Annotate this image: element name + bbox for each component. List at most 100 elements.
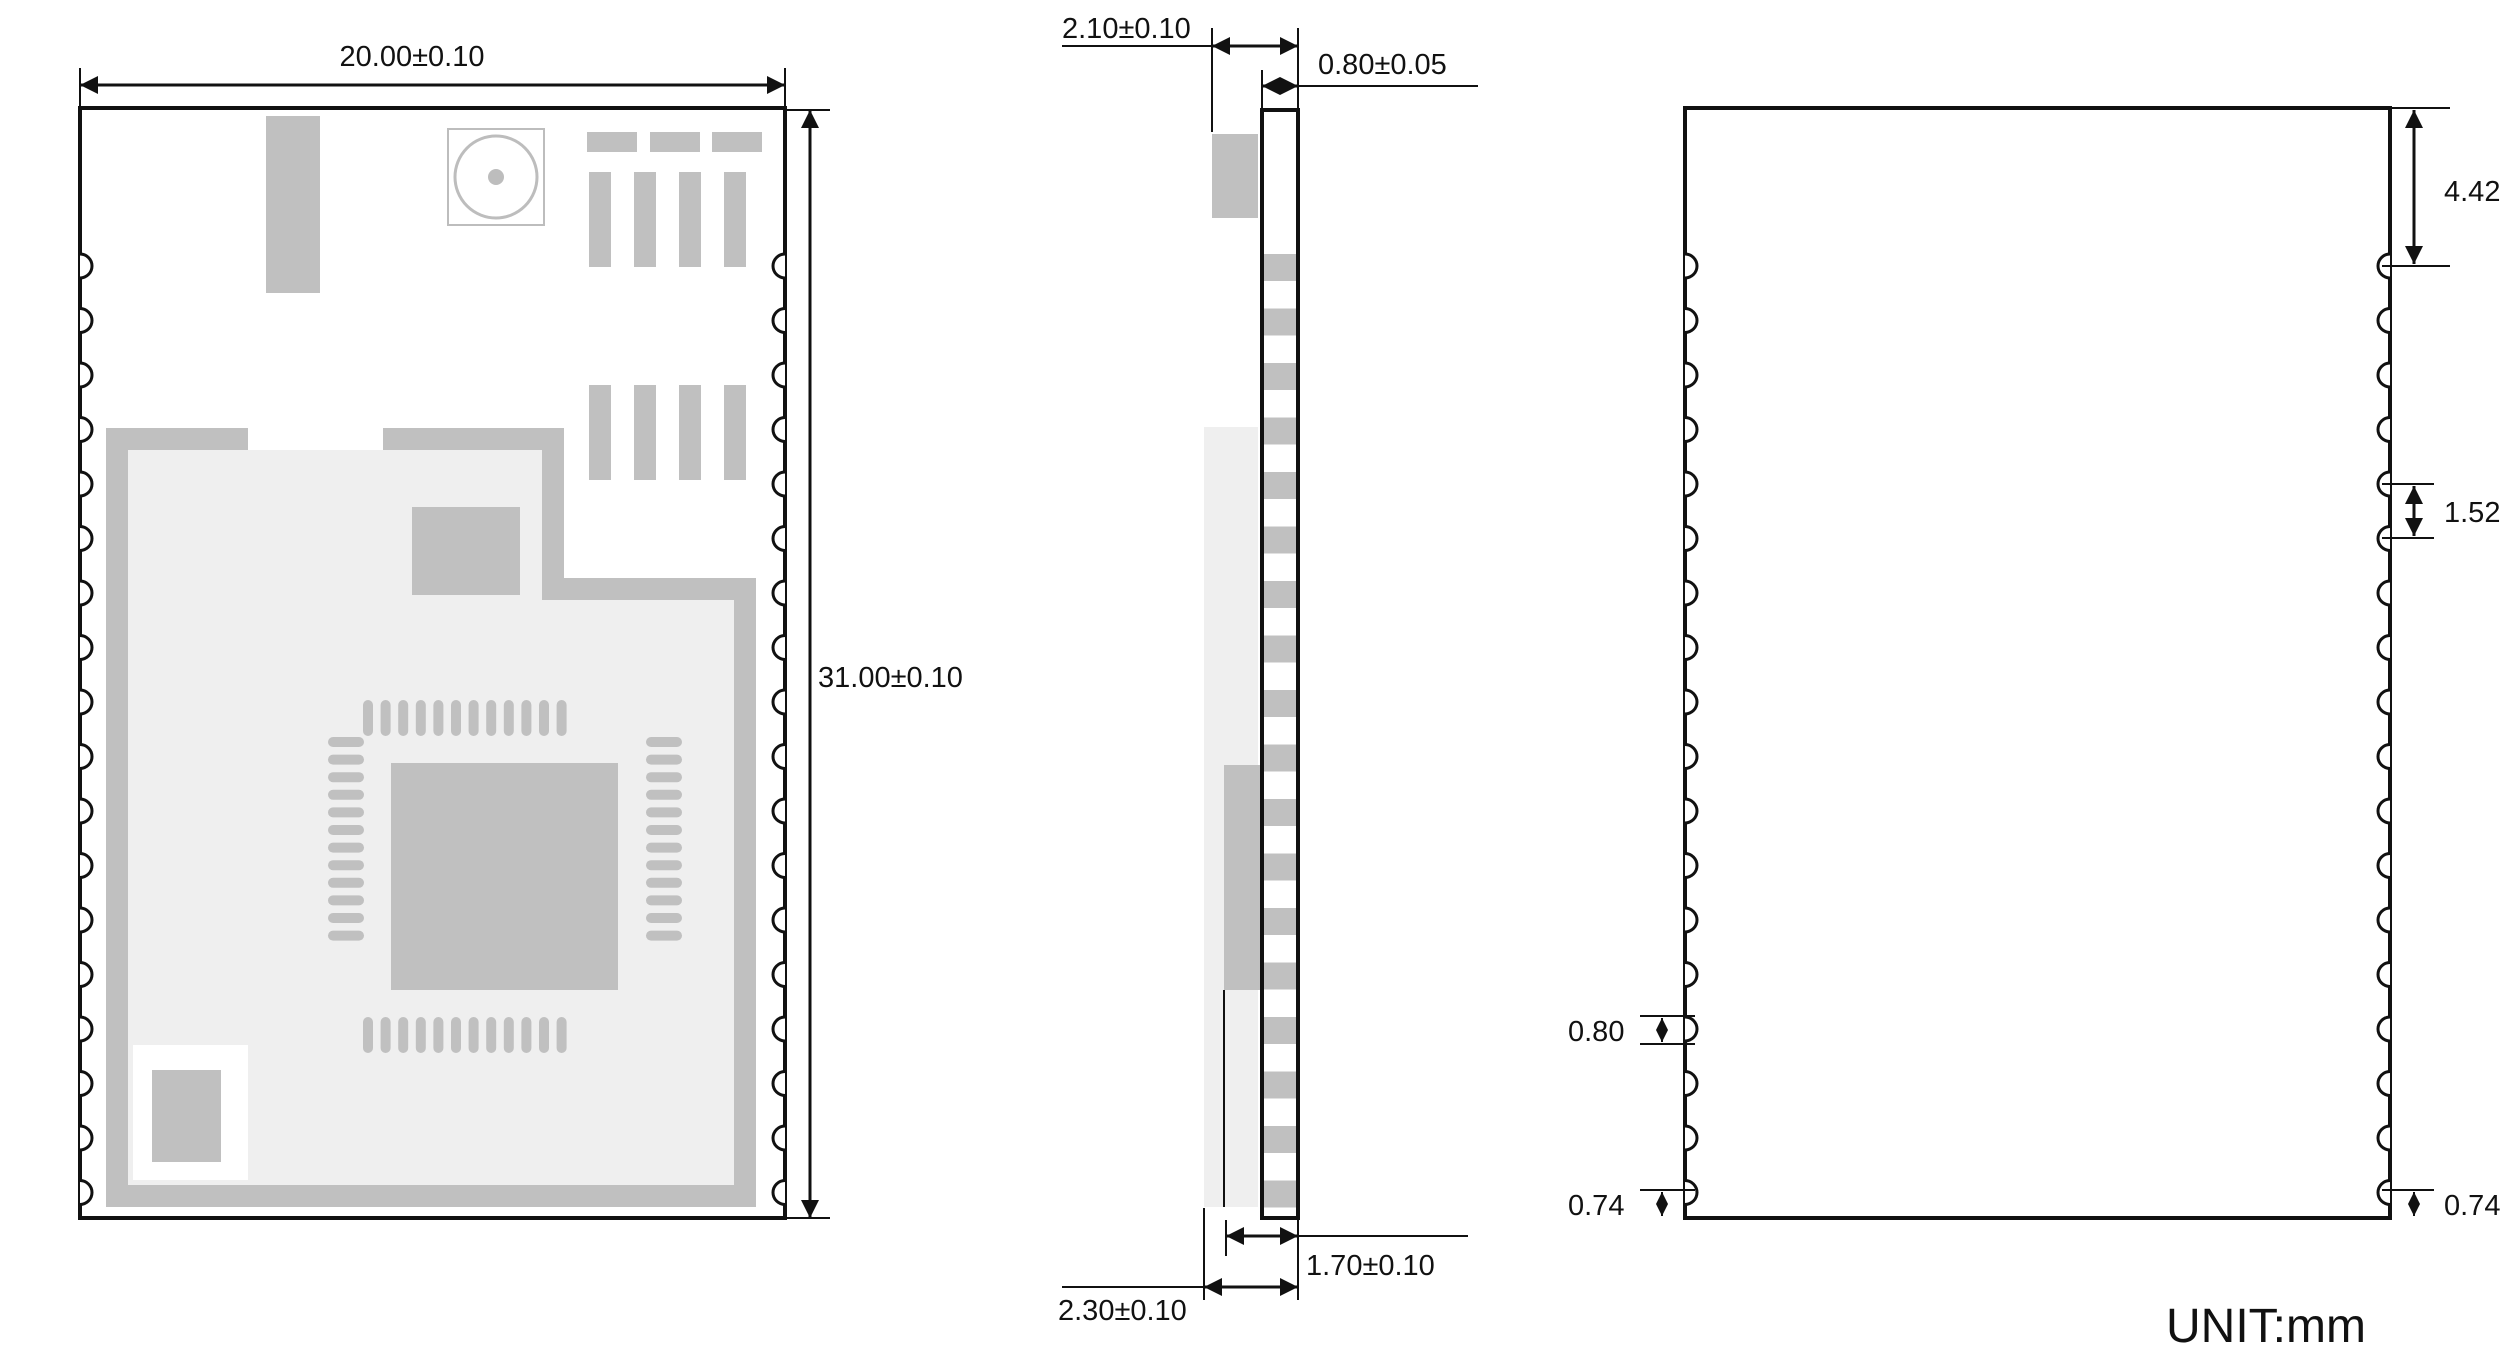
- chip-pins: [328, 700, 682, 1053]
- castellation-left: [1684, 852, 1699, 879]
- castellation-right: [2376, 579, 2391, 607]
- chip-pin: [646, 825, 682, 835]
- chip-pin: [646, 877, 682, 888]
- side-pad: [1264, 308, 1296, 336]
- castellation-left: [1684, 906, 1699, 934]
- chip-pin: [646, 772, 682, 783]
- castellation-right: [2376, 634, 2391, 661]
- castellation-right: [2376, 416, 2391, 443]
- chip-pin: [503, 1017, 514, 1053]
- shield-height-label: 1.70±0.10: [1306, 1250, 1435, 1282]
- chip-pin: [539, 1017, 549, 1053]
- castellation-left: [79, 797, 94, 825]
- chip-pin: [433, 700, 444, 736]
- castellation-right: [771, 906, 786, 934]
- chip-pin: [415, 700, 426, 736]
- castellation-left: [1684, 252, 1699, 280]
- chip-pin: [646, 913, 682, 923]
- chip-pin: [328, 825, 364, 835]
- chip-pin: [646, 737, 682, 747]
- castellation-left: [79, 743, 94, 770]
- pcb-thickness-label: 0.80±0.05: [1318, 49, 1447, 81]
- side-pad: [1264, 1017, 1296, 1044]
- castellation-right: [771, 307, 786, 334]
- chip-pin: [328, 860, 364, 871]
- castellation-left: [79, 1124, 94, 1152]
- chip-pin: [328, 930, 364, 941]
- castellation-left: [79, 634, 94, 661]
- chip-pin: [328, 842, 364, 853]
- chip-pin: [380, 700, 391, 736]
- castellation-right: [771, 634, 786, 661]
- chip-pin: [328, 913, 364, 923]
- castellation-left: [1684, 1070, 1699, 1097]
- chip-pin: [521, 700, 532, 736]
- castellation-right: [771, 579, 786, 607]
- castellation-left: [79, 1070, 94, 1097]
- side-pad: [1264, 690, 1296, 717]
- chip-pin: [646, 930, 682, 941]
- castellation-right: [771, 797, 786, 825]
- chip-pin: [539, 700, 549, 736]
- unit-label: UNIT:mm: [2166, 1300, 2366, 1353]
- castellation-left: [1684, 688, 1699, 716]
- chip-pin: [646, 895, 682, 906]
- chip-pin: [646, 807, 682, 818]
- castellation-right: [2376, 852, 2391, 879]
- castellation-right: [2376, 1124, 2391, 1152]
- castellation-right: [771, 1015, 786, 1043]
- antenna-trace: [266, 116, 320, 293]
- castellation-right: [2376, 1015, 2391, 1043]
- side-pad: [1264, 526, 1296, 554]
- total-height-label: 2.10±0.10: [1062, 13, 1191, 45]
- castellation-right: [771, 252, 786, 280]
- chip-pin: [646, 789, 682, 800]
- side-pads: [1264, 254, 1296, 1208]
- castellation-left: [79, 961, 94, 988]
- chip-pin: [328, 877, 364, 888]
- chip-pin: [646, 860, 682, 871]
- side-pad: [1264, 472, 1296, 499]
- castellation-right: [771, 1124, 786, 1152]
- side-pad: [1264, 417, 1296, 445]
- flash-chip: [152, 1070, 221, 1162]
- height-dim-label: 31.00±0.10: [818, 662, 963, 694]
- width-dim-label: 20.00±0.10: [340, 41, 485, 73]
- chip-pin: [398, 700, 409, 736]
- chip-pin: [503, 700, 514, 736]
- chip-pin: [646, 842, 682, 853]
- castellation-left: [79, 470, 94, 498]
- castellation-right: [771, 1070, 786, 1097]
- castellation-right: [771, 852, 786, 879]
- bottom-offset-left-label: 0.74: [1568, 1190, 1624, 1222]
- side-pad: [1264, 1071, 1296, 1099]
- castellation-right: [2376, 688, 2391, 716]
- bottom-view: 4.42 1.52 0.80 0.74 0.74 UNIT:mm: [1568, 106, 2500, 1353]
- pitch-label: 1.52: [2444, 497, 2500, 529]
- chip-pin: [486, 1017, 497, 1053]
- chip-pin: [380, 1017, 391, 1053]
- side-pad: [1264, 635, 1296, 663]
- chip-pin: [328, 895, 364, 906]
- side-pad: [1264, 799, 1296, 826]
- side-view: 2.10±0.10 0.80±0.05 1.70±0.10 2.30±0.10: [1058, 13, 1478, 1327]
- module-bottom-outline: [1683, 106, 2392, 1220]
- castellation-left: [79, 1015, 94, 1043]
- castellation-right: [2376, 797, 2391, 825]
- chip-pin: [646, 754, 682, 765]
- castellation-right: [771, 688, 786, 716]
- castellation-left: [79, 1179, 94, 1206]
- top-offset-label: 4.42: [2444, 176, 2500, 208]
- chip-pin: [328, 737, 364, 747]
- overall-height-label: 2.30±0.10: [1058, 1295, 1187, 1327]
- castellation-right: [2376, 961, 2391, 988]
- chip-pin: [451, 1017, 461, 1053]
- side-pad: [1264, 853, 1296, 881]
- castellation-left: [79, 252, 94, 280]
- castellation-left: [79, 307, 94, 334]
- chip-pin: [328, 754, 364, 765]
- castellation-right: [771, 743, 786, 770]
- chip-pin: [433, 1017, 444, 1053]
- side-pad: [1264, 744, 1296, 772]
